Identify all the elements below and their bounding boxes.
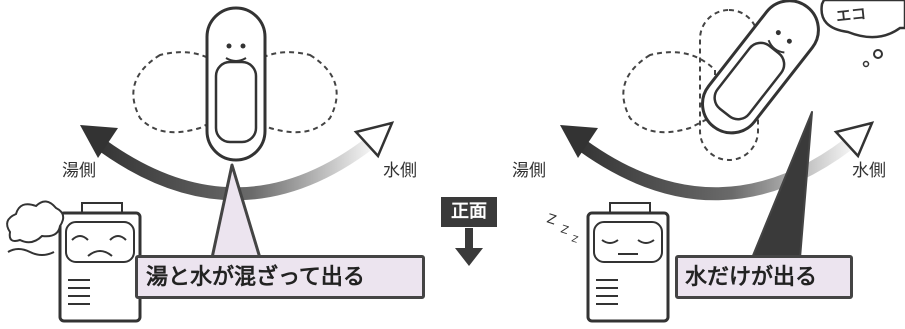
left-ghost-lever-cold — [244, 51, 338, 134]
right-cold-side-label: 水側 — [852, 161, 886, 181]
left-arrowhead-cold — [353, 121, 395, 159]
svg-text:Z: Z — [570, 234, 579, 245]
left-arrowhead-hot — [80, 125, 118, 158]
right-panel: Z Z Z — [545, 0, 905, 323]
left-panel — [6, 6, 395, 323]
right-thought-bubble — [820, 0, 905, 68]
left-callout-box: 湯と水が混ざって出る — [135, 255, 425, 299]
right-lever-tilted — [701, 0, 820, 135]
front-label-box: 正面 — [441, 197, 497, 227]
left-water-heater-illustration — [58, 202, 142, 323]
svg-text:Z: Z — [559, 222, 571, 237]
right-hot-side-label: 湯側 — [512, 161, 546, 181]
right-callout-text: 水だけが出る — [685, 265, 818, 290]
right-callout-box: 水だけが出る — [675, 255, 853, 299]
left-ghost-lever-hot — [132, 51, 226, 134]
left-callout-pointer — [210, 163, 262, 260]
left-callout-text: 湯と水が混ざって出る — [146, 265, 365, 290]
front-label: 正面 — [451, 201, 487, 222]
right-arrowhead-hot — [560, 125, 598, 158]
thought-bubble-text: エコ — [835, 4, 867, 26]
left-hot-side-label: 湯側 — [62, 161, 96, 181]
left-cold-side-label: 水側 — [383, 161, 417, 181]
right-ghost-lever-hot — [622, 51, 716, 134]
right-arrowhead-cold — [833, 121, 875, 159]
left-lever-center — [205, 6, 267, 162]
left-steam-cloud — [6, 200, 65, 256]
right-water-heater-illustration — [586, 202, 670, 323]
right-sleep-zzz-icon: Z Z Z — [545, 212, 579, 246]
svg-text:Z: Z — [545, 212, 558, 229]
right-swing-arrow — [571, 129, 865, 201]
